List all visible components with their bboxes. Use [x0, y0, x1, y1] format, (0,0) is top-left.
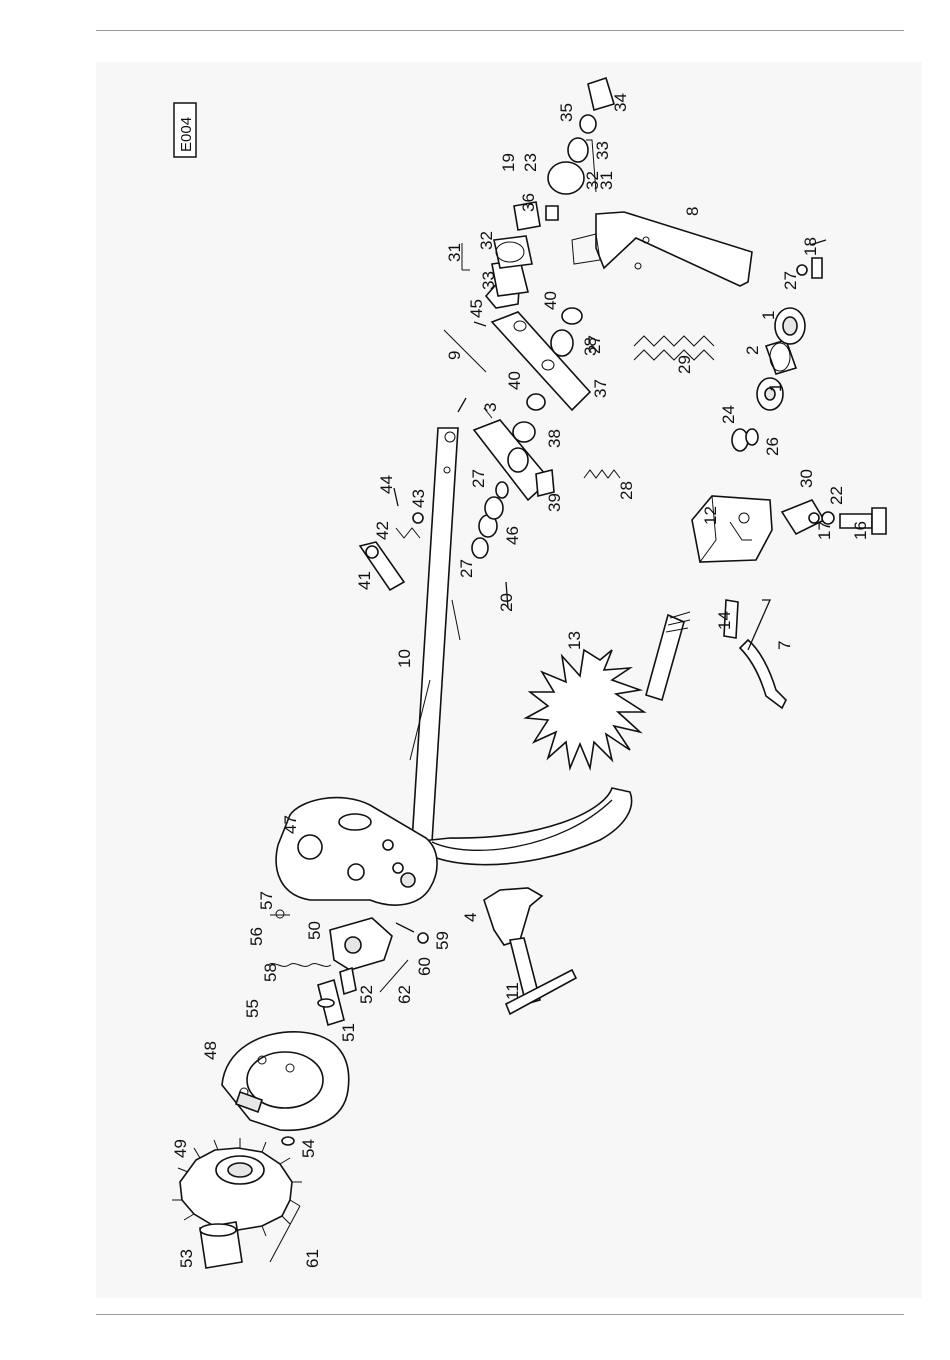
mounting-plate-part [276, 798, 437, 906]
part-label: 48 [201, 1041, 220, 1060]
part-label: 1 [766, 383, 785, 392]
part-label: 29 [675, 355, 694, 374]
part-label: 43 [409, 489, 428, 508]
part-label: 51 [339, 1023, 358, 1042]
part-label: 27 [457, 559, 476, 578]
part-label: 17 [815, 521, 834, 540]
lever-assembly-part [268, 910, 428, 1025]
part-label: 42 [373, 521, 392, 540]
part-label: 23 [521, 153, 540, 172]
part-label: 54 [299, 1139, 318, 1158]
part-label: 57 [257, 891, 276, 910]
spring-small-part [584, 470, 620, 478]
part-label: 28 [617, 481, 636, 500]
part-label: 45 [467, 299, 486, 318]
part-label: 11 [503, 982, 522, 1000]
figure-code: E004 [178, 117, 195, 152]
part-label: 34 [611, 93, 630, 112]
part-label: 47 [281, 815, 300, 834]
part-label: 3 [481, 403, 500, 412]
part-label: 36 [519, 193, 538, 212]
part-label: 4 [461, 913, 480, 922]
part-label: 58 [261, 963, 280, 982]
part-label: 16 [851, 521, 870, 540]
part-label: 41 [355, 571, 374, 590]
gear-housing-part [222, 1032, 349, 1130]
part-label: 27 [469, 469, 488, 488]
spring-large-part [634, 336, 714, 360]
star-wheel-part [526, 612, 690, 768]
part-label: 33 [479, 271, 498, 290]
part-label: 14 [715, 611, 734, 630]
part-label: 8 [683, 207, 702, 216]
part-label: 53 [177, 1249, 196, 1268]
part-label: 30 [797, 469, 816, 488]
part-label: 26 [763, 437, 782, 456]
part-label: 20 [497, 593, 516, 612]
part-label: 62 [395, 985, 414, 1004]
side-bracket-part [572, 212, 752, 286]
part-label: 12 [701, 506, 720, 525]
part-label: 50 [305, 921, 324, 940]
bracket-part [692, 496, 824, 562]
part-label: 19 [499, 153, 518, 172]
part-label: 7 [775, 641, 794, 650]
part-label: 1 [759, 311, 778, 320]
part-label: 2 [743, 346, 762, 355]
part-label: 32 [583, 171, 602, 190]
part-label: 59 [433, 931, 452, 950]
drive-gear-part [172, 1137, 302, 1268]
crank-handle-part [484, 888, 576, 1014]
part-label: 18 [801, 237, 820, 256]
part-label: 33 [593, 141, 612, 160]
part-label: 38 [545, 429, 564, 448]
small-pin-part [474, 322, 486, 326]
part-label: 55 [243, 999, 262, 1018]
part-label: 24 [719, 405, 738, 424]
part-label: 52 [357, 985, 376, 1004]
part-label: 10 [395, 649, 414, 668]
part-label: 44 [377, 475, 396, 494]
part-label: 40 [541, 291, 560, 310]
part-label: 46 [503, 526, 522, 545]
part-label: 32 [477, 231, 496, 250]
part-label: 22 [827, 486, 846, 505]
part-label: 31 [445, 243, 464, 262]
part-label: 35 [557, 103, 576, 122]
part-label: 13 [565, 631, 584, 650]
part-label: 40 [505, 371, 524, 390]
part-label: 9 [445, 351, 464, 360]
part-label: 60 [415, 957, 434, 976]
part-label: 37 [591, 379, 610, 398]
part-label: 49 [171, 1139, 190, 1158]
part-label: 39 [545, 493, 564, 512]
part-label: 27 [781, 271, 800, 290]
part-label: 56 [247, 927, 266, 946]
part-label: 61 [303, 1249, 322, 1268]
part-label: 38 [581, 337, 600, 356]
figure-code-box: E004 [174, 103, 196, 157]
